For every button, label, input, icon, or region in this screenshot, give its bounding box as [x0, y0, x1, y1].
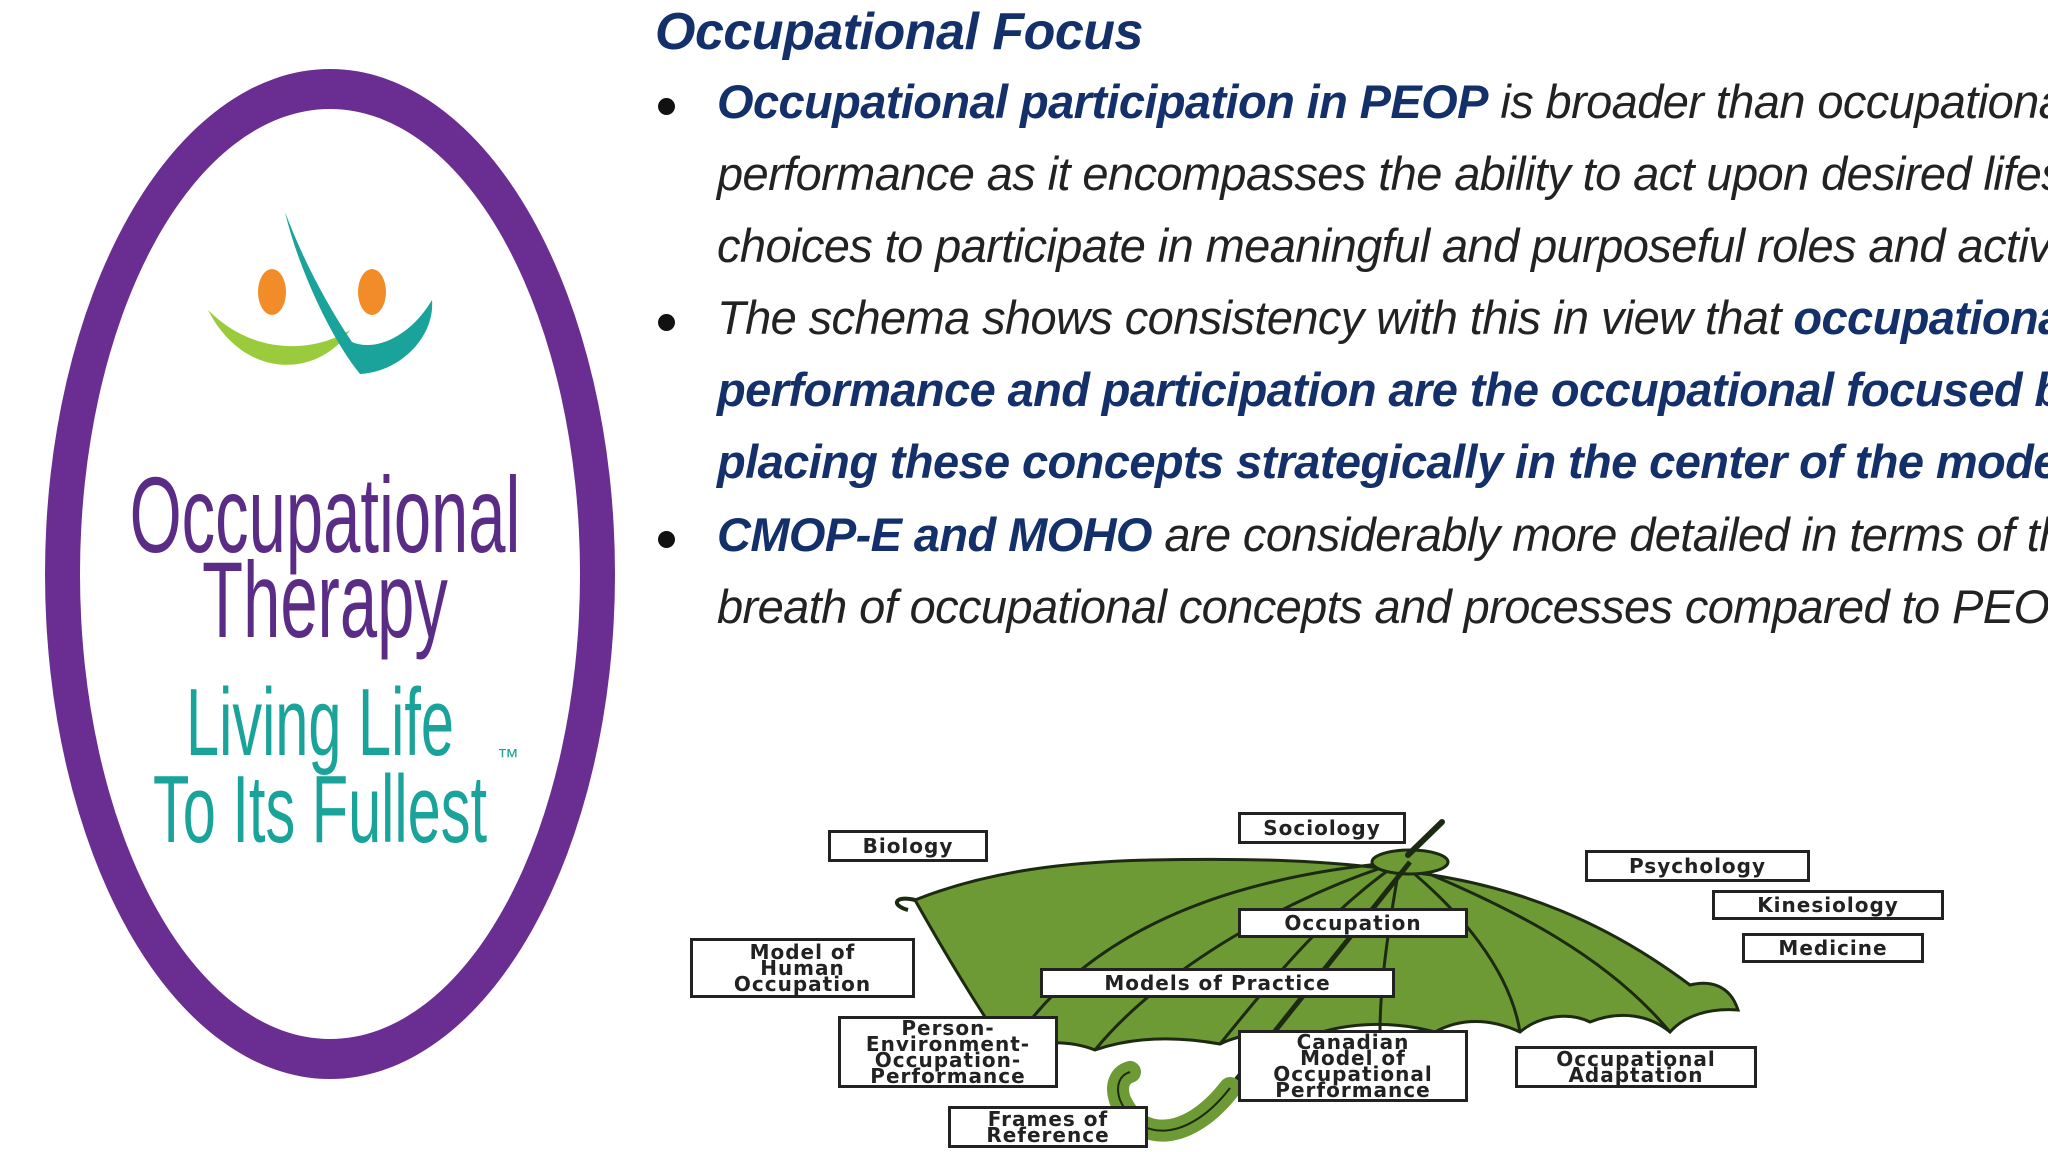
label-person-environment-occupation-performance: Person- Environment- Occupation- Perform… [838, 1016, 1058, 1088]
bullet-dot-icon [658, 98, 675, 115]
label-kinesiology: Kinesiology [1712, 890, 1944, 920]
label-canadian-model-of-occupational-performance: Canadian Model of Occupational Performan… [1238, 1030, 1468, 1102]
bullet-dot-icon [658, 531, 675, 548]
logo-people-emblem [208, 212, 433, 374]
label-psychology: Psychology [1585, 850, 1810, 882]
label-occupation: Occupation [1238, 908, 1468, 938]
logo-text-to-its-fullest: To Its Fullest [153, 755, 487, 862]
label-frames-of-reference: Frames of Reference [948, 1106, 1148, 1148]
label-occupational-adaptation: Occupational Adaptation [1515, 1046, 1757, 1088]
umbrella-icon [895, 819, 1741, 1142]
label-sociology: Sociology [1238, 812, 1406, 844]
occupational-therapy-logo: Occupational Therapy Living Life To Its … [45, 69, 615, 1079]
bullet-line: choices to participate in meaningful and… [717, 219, 2048, 272]
bullet-line: performance and participation are the oc… [717, 363, 2048, 416]
umbrella-diagram: Sociology Biology Psychology Kinesiology… [690, 800, 1950, 1152]
logo-trademark: ™ [497, 744, 519, 769]
bullet-line: The schema shows consistency with this i… [717, 291, 2048, 344]
bullet-dot-icon [658, 314, 675, 331]
logo-text-living-life: Living Life [186, 668, 454, 775]
logo-white-center [80, 109, 580, 1039]
bullet-line: Occupational participation in PEOP is br… [717, 75, 2048, 128]
label-medicine: Medicine [1742, 933, 1924, 963]
bullet-text: The schema shows consistency with this i… [717, 282, 2048, 498]
label-biology: Biology [828, 830, 988, 862]
bullet-line: breath of occupational concepts and proc… [717, 580, 2048, 633]
bullet-line: CMOP-E and MOHO are considerably more de… [717, 508, 2048, 561]
bullet-text: Occupational participation in PEOP is br… [717, 66, 2048, 282]
logo-text-occupational: Occupational [130, 456, 521, 576]
label-model-of-human-occupation: Model of Human Occupation [690, 938, 915, 998]
slide-heading: Occupational Focus [655, 3, 1143, 61]
bullet-line: placing these concepts strategically in … [717, 435, 2048, 488]
logo-text-therapy: Therapy [202, 541, 448, 661]
bullet-text: CMOP-E and MOHO are considerably more de… [717, 499, 2048, 643]
bullet-line: performance as it encompasses the abilit… [717, 147, 2048, 200]
label-models-of-practice: Models of Practice [1040, 968, 1395, 998]
